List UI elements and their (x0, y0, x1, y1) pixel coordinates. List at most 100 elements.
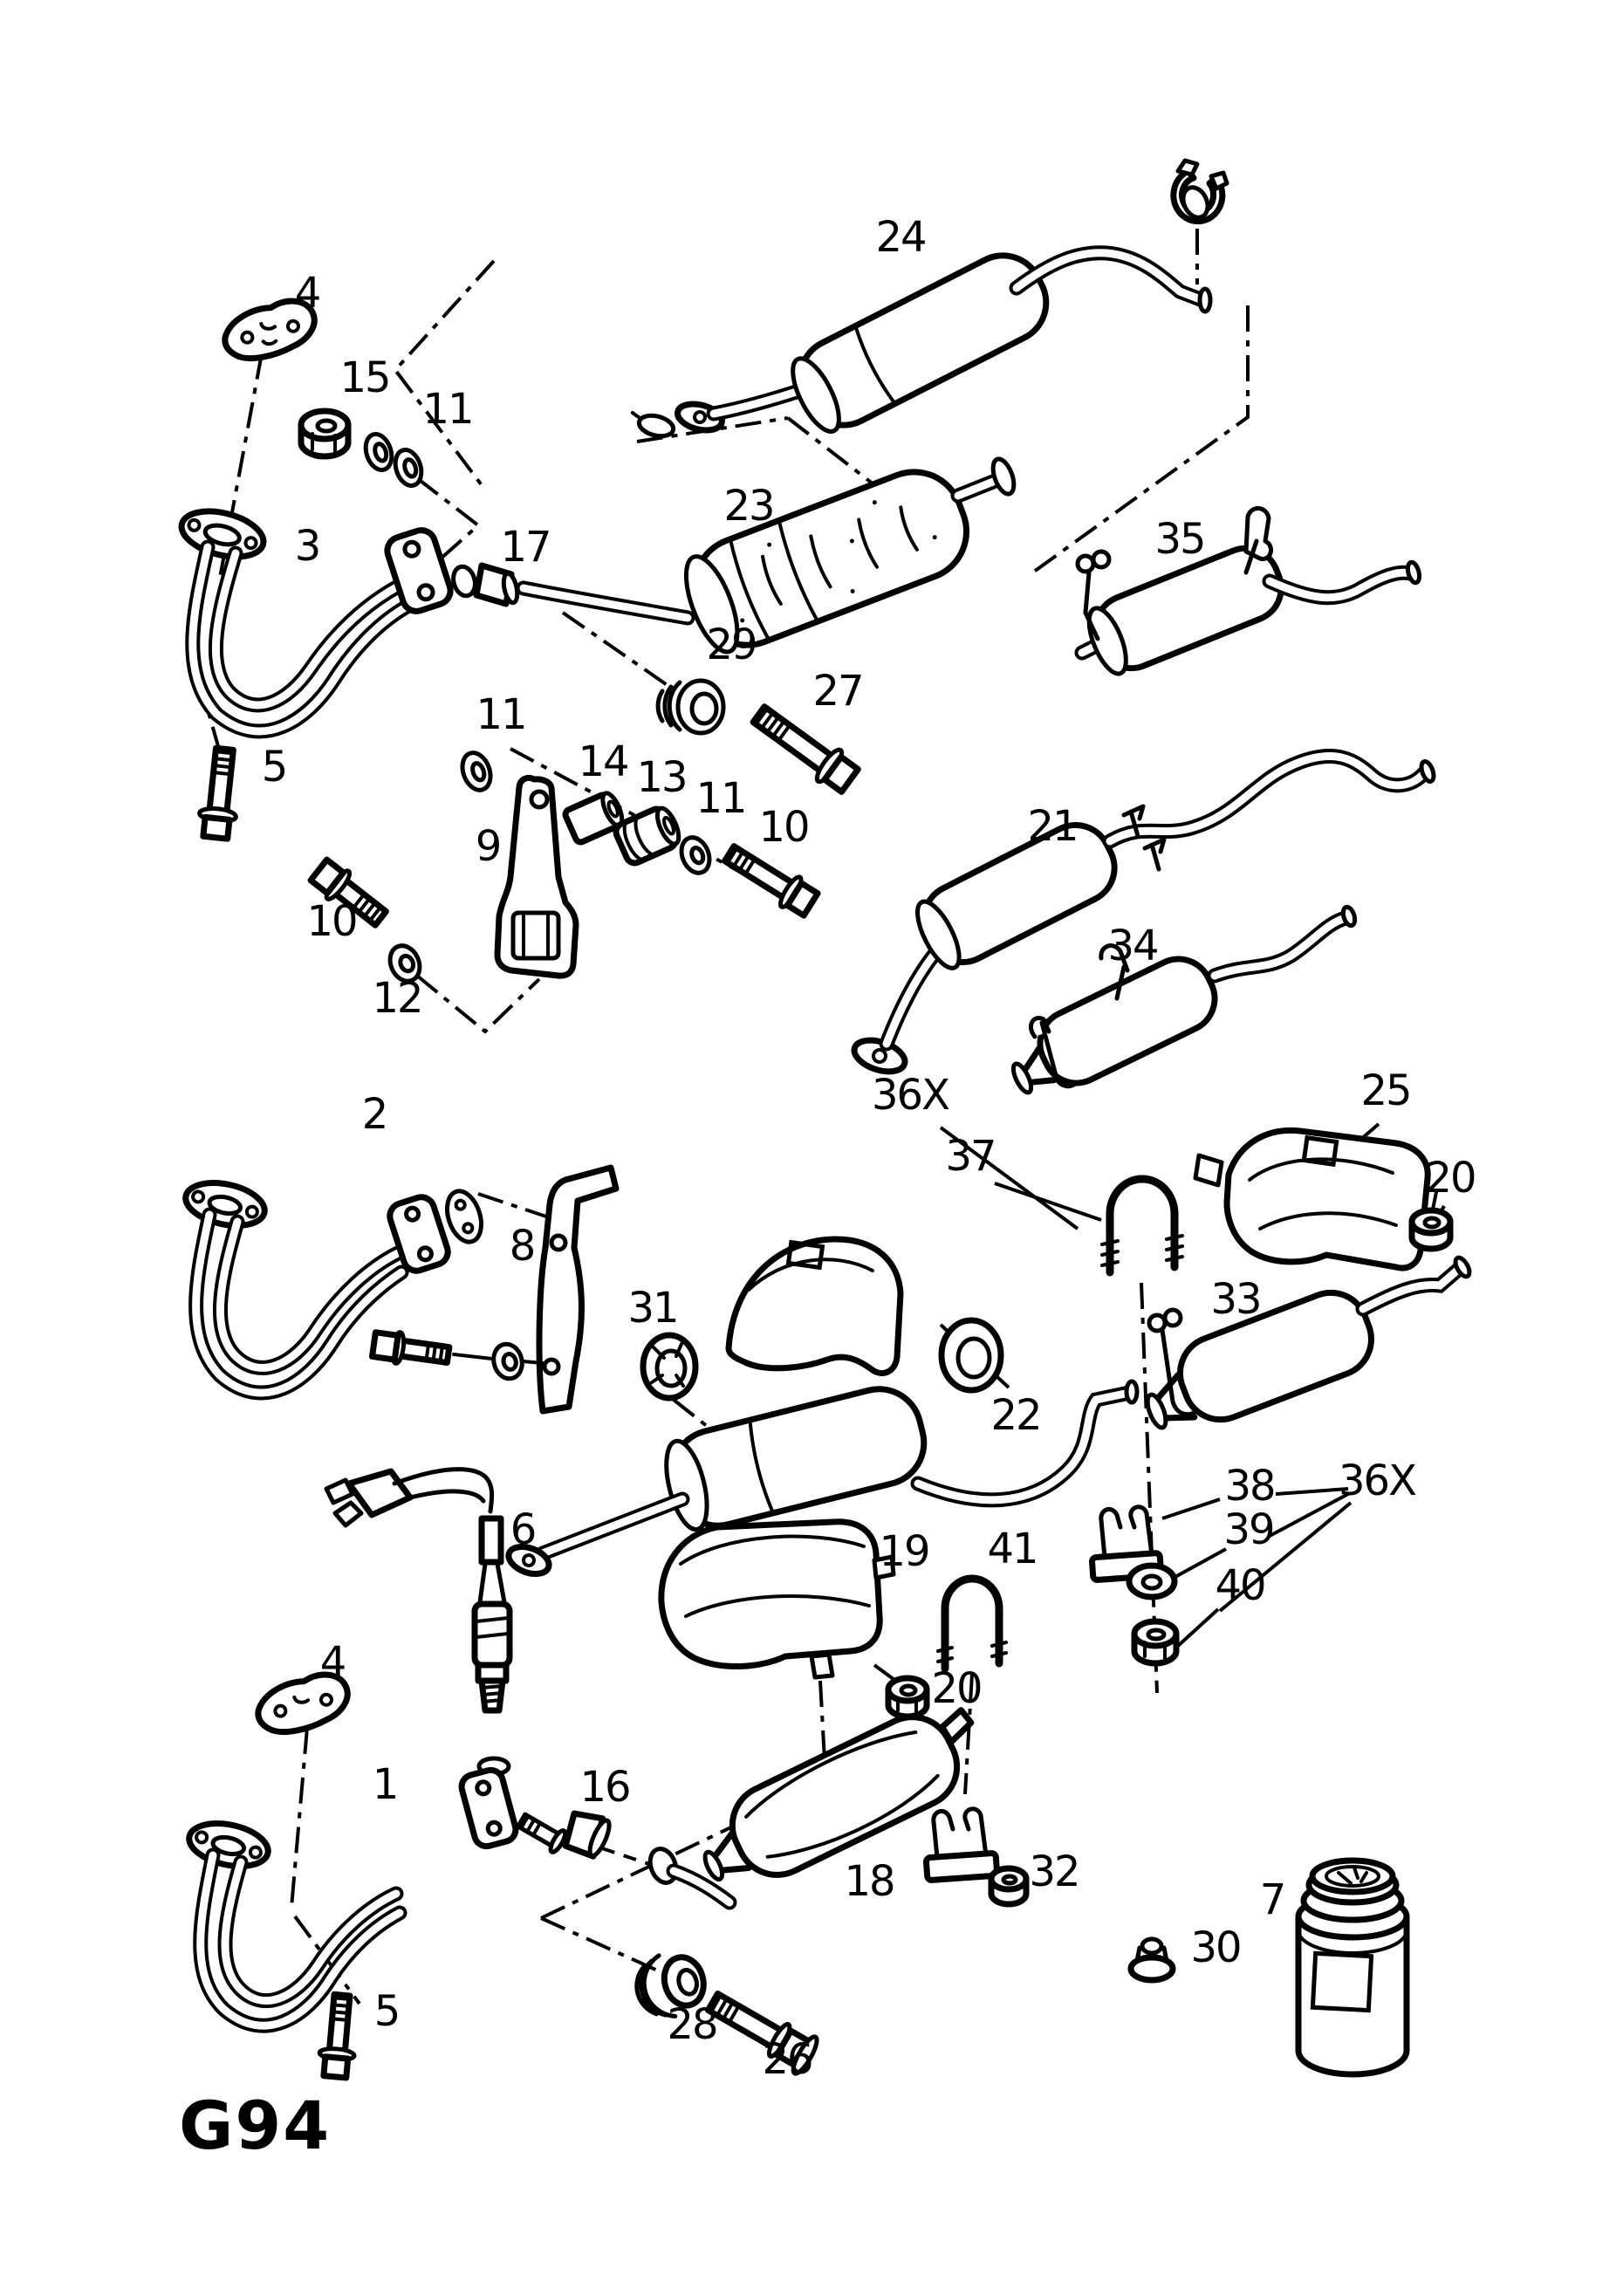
bolt-10-left (307, 856, 389, 929)
gasket-4-top (222, 298, 318, 361)
grommet-29 (655, 678, 726, 736)
bolt-26 (704, 1990, 819, 2076)
callout-label-18: 18 (844, 1857, 894, 1906)
callout-label-10: 10 (758, 803, 808, 852)
callout-label-8: 8 (510, 1222, 535, 1271)
washer-12-bottom (491, 1341, 524, 1381)
silencer-34 (1010, 904, 1358, 1095)
callout-label-6: 6 (510, 1505, 536, 1554)
bolt-27 (750, 703, 861, 795)
callout-label-22: 22 (990, 1391, 1040, 1440)
bushing-16 (562, 1810, 612, 1860)
downpipe-3 (178, 508, 454, 739)
heat-shield-mid (725, 1236, 904, 1376)
callout-label-9: 9 (476, 822, 501, 871)
bushing-13 (613, 805, 681, 867)
callout-label-27: 27 (812, 667, 862, 716)
pipe-clamp-24 (1170, 158, 1229, 225)
callout-label-31: 31 (627, 1284, 677, 1333)
callout-label-35: 35 (1154, 515, 1204, 564)
washer-11-mid (460, 750, 493, 792)
callout-label-5: 5 (262, 743, 287, 792)
nut-20-bottom (885, 1675, 930, 1720)
heat-shield-19 (658, 1518, 896, 1680)
grommet-31 (640, 1332, 699, 1402)
callout-label-3: 3 (295, 522, 320, 571)
callout-label-15: 15 (339, 353, 389, 402)
callout-label-41: 41 (987, 1525, 1037, 1573)
washer-39 (1126, 1562, 1178, 1600)
page-code: G94 (179, 2087, 331, 2164)
washer-11-top-a (363, 432, 394, 472)
callout-label-12: 12 (372, 974, 421, 1023)
callout-label-37: 37 (945, 1132, 995, 1181)
bracket-9 (494, 774, 579, 979)
downpipe-1 (186, 1766, 568, 2033)
callout-label-1: 1 (373, 1760, 398, 1809)
u-bolt-41 (936, 1574, 1008, 1673)
callout-label-28: 28 (667, 2000, 716, 2049)
callout-label-30: 30 (1190, 1923, 1240, 1972)
callout-label-38: 38 (1224, 1462, 1274, 1511)
callout-label-21: 21 (1027, 802, 1077, 851)
silencer-35 (1074, 506, 1422, 676)
callout-label-23: 23 (723, 482, 773, 531)
bolt-10-right (722, 843, 821, 919)
clamp-38 (1089, 1504, 1164, 1583)
callout-label-36X: 36X (872, 1071, 949, 1120)
callout-label-11: 11 (422, 385, 472, 434)
callout-label-24: 24 (875, 213, 925, 262)
callout-label-7: 7 (1260, 1875, 1285, 1924)
callout-label-20: 20 (1425, 1154, 1475, 1203)
grommet-28 (634, 1953, 707, 2018)
callout-label-4: 4 (295, 269, 320, 318)
silencer-21 (851, 749, 1436, 1075)
silencer-22 (505, 1379, 1140, 1578)
heat-shield-25 (1193, 1127, 1431, 1271)
callout-label-4: 4 (320, 1638, 346, 1687)
clamp-32 (923, 1806, 1000, 1883)
callout-label-33: 33 (1210, 1275, 1260, 1324)
callout-label-19: 19 (879, 1527, 928, 1576)
callout-label-14: 14 (578, 737, 627, 786)
bolt-5-top (197, 744, 238, 842)
callout-label-20: 20 (931, 1664, 981, 1713)
callout-label-32: 32 (1029, 1847, 1079, 1896)
callout-label-11: 11 (476, 690, 525, 739)
callout-label-17: 17 (500, 523, 550, 572)
callout-label-29: 29 (706, 620, 756, 669)
callout-label-16: 16 (579, 1763, 629, 1812)
sealing-ring-22 (938, 1317, 1004, 1394)
callout-label-13: 13 (636, 753, 686, 802)
bolt-10-bottom (368, 1329, 453, 1366)
gasket-4-bottom (255, 1671, 351, 1735)
downpipe-2 (182, 1180, 483, 1401)
nut-20-right (1408, 1190, 1454, 1252)
bracket-8 (536, 1164, 620, 1415)
callout-label-26: 26 (762, 2035, 812, 2084)
canister-7 (1295, 1857, 1410, 2078)
bolt-5-bottom (317, 1991, 357, 2081)
callout-label-5: 5 (374, 1987, 400, 2036)
nut-40 (1131, 1618, 1180, 1667)
callout-label-2: 2 (362, 1090, 387, 1139)
callout-label-39: 39 (1223, 1505, 1273, 1554)
washer-11-right (679, 835, 712, 875)
tail-silencer-24 (630, 245, 1213, 439)
silencer-23 (683, 469, 970, 655)
callout-label-34: 34 (1107, 922, 1157, 970)
callout-label-36X: 36X (1339, 1456, 1416, 1505)
callout-label-40: 40 (1215, 1561, 1264, 1610)
u-bolt-37 (1100, 1175, 1184, 1277)
callout-label-10: 10 (306, 897, 356, 946)
washer-11-top-b (393, 448, 424, 488)
grommet-30 (1127, 1936, 1176, 1984)
nut-32 (988, 1865, 1030, 1908)
callout-label-25: 25 (1360, 1066, 1410, 1115)
oxygen-sensor-6 (324, 1467, 513, 1777)
callout-label-11: 11 (695, 774, 745, 823)
washer-12-mid (387, 943, 422, 984)
nut-15 (298, 408, 352, 460)
